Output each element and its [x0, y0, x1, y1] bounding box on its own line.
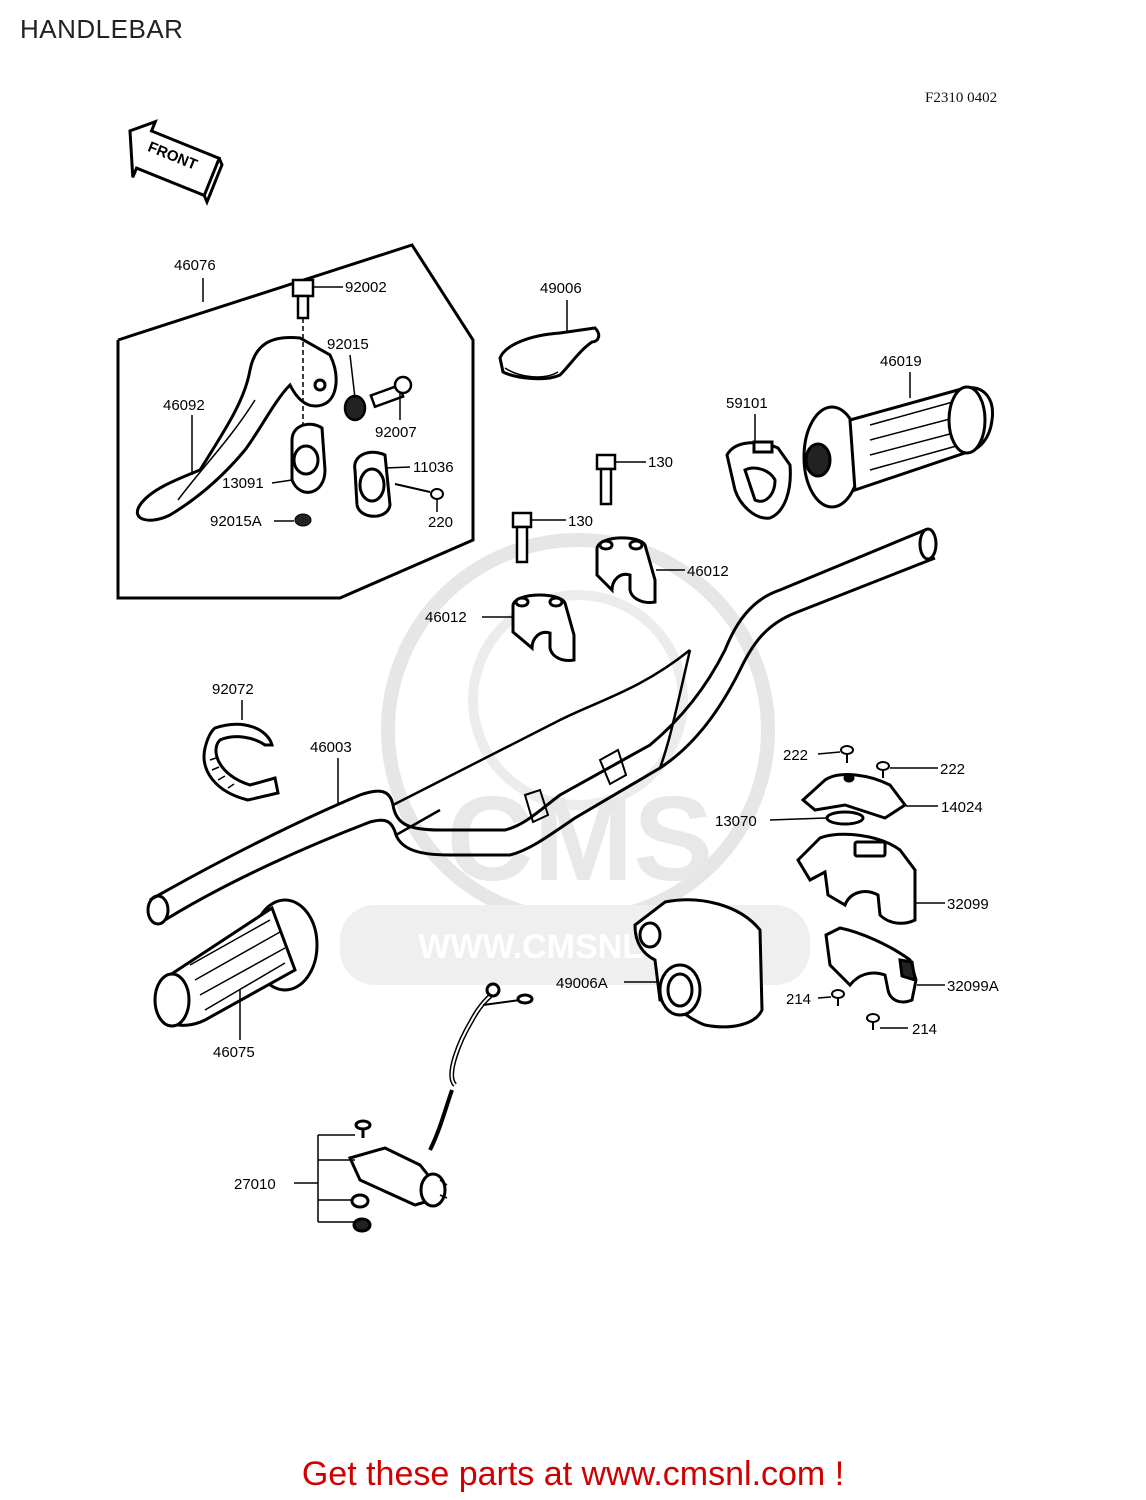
part-label: 46012: [687, 563, 729, 580]
part-label: 13070: [715, 813, 757, 830]
part-label: 214: [786, 991, 811, 1008]
part-label: 46092: [163, 397, 205, 414]
part-label: 92072: [212, 681, 254, 698]
housing-32099a: [824, 926, 918, 1004]
clamp-11036: [353, 450, 392, 518]
lever-cover: [498, 326, 601, 381]
part-label: 32099A: [947, 978, 999, 995]
bolt-130-lower: [511, 511, 533, 564]
watermark-logo: CMS: [447, 772, 714, 906]
lever-assembly-outline: [116, 243, 475, 600]
engine-stop-switch: [347, 982, 534, 1233]
part-label: 46012: [425, 609, 467, 626]
left-grip: [153, 898, 319, 1028]
screw-222-left: [840, 745, 854, 763]
screw-222-right: [876, 761, 890, 778]
housing-49006a: [633, 898, 764, 1029]
part-label: 46076: [174, 257, 216, 274]
part-label: 46003: [310, 739, 352, 756]
part-label: 92002: [345, 279, 387, 296]
lever-bracket: [290, 422, 327, 494]
part-label: 220: [428, 514, 453, 531]
screw-220: [394, 483, 444, 500]
part-label: 46019: [880, 353, 922, 370]
part-label: 13091: [222, 475, 264, 492]
housing-cover-14024: [800, 773, 908, 820]
part-label: 46075: [213, 1044, 255, 1061]
band-92072: [202, 722, 280, 802]
part-label: 49006: [540, 280, 582, 297]
bolt-130-upper: [595, 453, 617, 506]
handlebar-holder-lower: [511, 593, 576, 662]
part-label: 222: [783, 747, 808, 764]
part-label: 59101: [726, 395, 768, 412]
handlebar-holder-upper: [595, 536, 657, 604]
clutch-lever: [136, 335, 338, 522]
front-arrow-icon: [128, 119, 224, 206]
footer-banner: Get these parts at www.cmsnl.com !: [301, 1455, 845, 1493]
diagram-code: F2310 0402: [925, 90, 998, 106]
throttle-grip: [802, 385, 995, 509]
part-label: 130: [648, 454, 673, 471]
part-label: 92007: [375, 424, 417, 441]
page-title: HANDLEBAR: [20, 14, 184, 44]
part-label: 222: [940, 761, 965, 778]
part-label: 92015: [327, 336, 369, 353]
part-label: 214: [912, 1021, 937, 1038]
switch-leader-lines: [294, 1134, 355, 1223]
part-label: 11036: [413, 459, 454, 476]
housing-32099: [796, 832, 917, 925]
screw-214-left: [831, 989, 845, 1006]
part-label: 32099: [947, 896, 989, 913]
adjuster-92007: [343, 375, 413, 422]
throttle-pulley: [725, 440, 792, 520]
handlebar: [146, 527, 938, 926]
gasket-13070: [825, 810, 865, 826]
part-label: 27010: [234, 1176, 276, 1193]
part-label: 49006A: [556, 975, 608, 992]
nut-92015a: [294, 513, 312, 527]
screw-214-right: [866, 1013, 880, 1030]
part-label: 14024: [941, 799, 983, 816]
part-label: 130: [568, 513, 593, 530]
part-label: 92015A: [210, 513, 262, 530]
